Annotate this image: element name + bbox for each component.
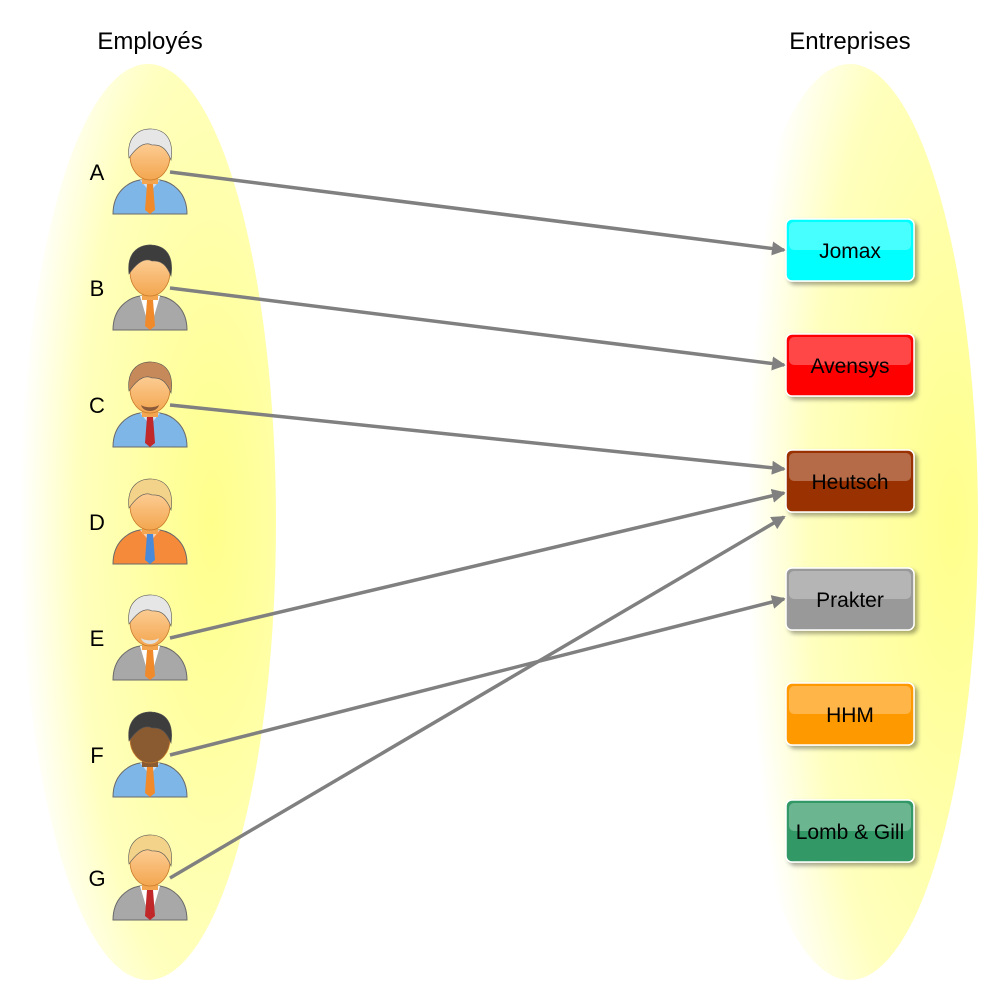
employee-a: A xyxy=(90,128,188,215)
employee-label: E xyxy=(90,626,105,651)
arrow-b-to-avensys xyxy=(169,286,786,371)
company-box xyxy=(785,218,915,282)
companies-set xyxy=(722,64,978,980)
companies-set-title: Entreprises xyxy=(789,28,910,55)
employee-b: B xyxy=(90,244,188,331)
company-box xyxy=(785,799,915,863)
company-label: HHM xyxy=(826,704,874,727)
employee-f: F xyxy=(90,711,188,798)
employee-label: A xyxy=(90,160,105,185)
company-lombgill: Lomb & Gill xyxy=(785,799,915,863)
employees-set-title: Employés xyxy=(97,28,202,55)
company-box-gloss xyxy=(789,571,911,599)
company-prakter: Prakter xyxy=(785,567,915,631)
company-label: Prakter xyxy=(816,589,884,612)
arrow-a-to-jomax xyxy=(169,170,786,256)
arrow-e-to-heutsch xyxy=(169,488,786,640)
company-label: Avensys xyxy=(811,355,890,378)
company-box-gloss xyxy=(789,222,911,250)
employee-label: G xyxy=(88,866,105,891)
company-label: Lomb & Gill xyxy=(796,821,905,844)
employee-label: B xyxy=(90,276,105,301)
arrow-g-to-heutsch xyxy=(169,515,786,880)
arrow-f-to-prakter xyxy=(169,595,786,757)
employee-d: D xyxy=(89,478,188,565)
company-box-gloss xyxy=(789,803,911,831)
company-hhm: HHM xyxy=(785,682,915,746)
employee-e: E xyxy=(90,594,188,681)
company-avensys: Avensys xyxy=(785,333,915,397)
employee-g: G xyxy=(88,834,188,921)
employee-label: C xyxy=(89,393,105,418)
person-icon xyxy=(112,834,188,921)
person-icon xyxy=(112,128,188,215)
company-box xyxy=(785,333,915,397)
person-icon xyxy=(112,244,188,331)
person-icon xyxy=(112,711,188,798)
person-icon xyxy=(112,361,188,448)
arrow-layer xyxy=(169,170,786,880)
company-box-gloss xyxy=(789,453,911,481)
company-box-gloss xyxy=(789,686,911,714)
person-icon xyxy=(112,594,188,681)
company-box xyxy=(785,682,915,746)
company-box xyxy=(785,567,915,631)
company-label: Jomax xyxy=(819,240,881,263)
company-heutsch: Heutsch xyxy=(785,449,915,513)
employee-c: C xyxy=(89,361,188,448)
employee-layer: A B C D E F G xyxy=(88,128,188,921)
company-jomax: Jomax xyxy=(785,218,915,282)
employee-label: D xyxy=(89,510,105,535)
arrow-c-to-heutsch xyxy=(169,403,786,475)
company-label: Heutsch xyxy=(811,471,888,494)
employee-label: F xyxy=(90,743,103,768)
company-box xyxy=(785,449,915,513)
company-box-gloss xyxy=(789,337,911,365)
person-icon xyxy=(112,478,188,565)
